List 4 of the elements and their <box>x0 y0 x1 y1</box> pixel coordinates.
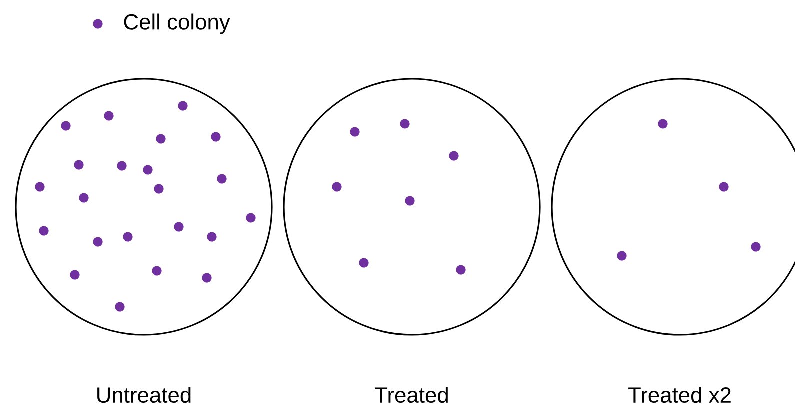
dish-label: Treated <box>375 386 448 404</box>
legend-label: Cell colony <box>124 14 230 34</box>
dish-label: Treated x2 <box>628 386 731 404</box>
dish-label: Untreated <box>98 386 191 404</box>
